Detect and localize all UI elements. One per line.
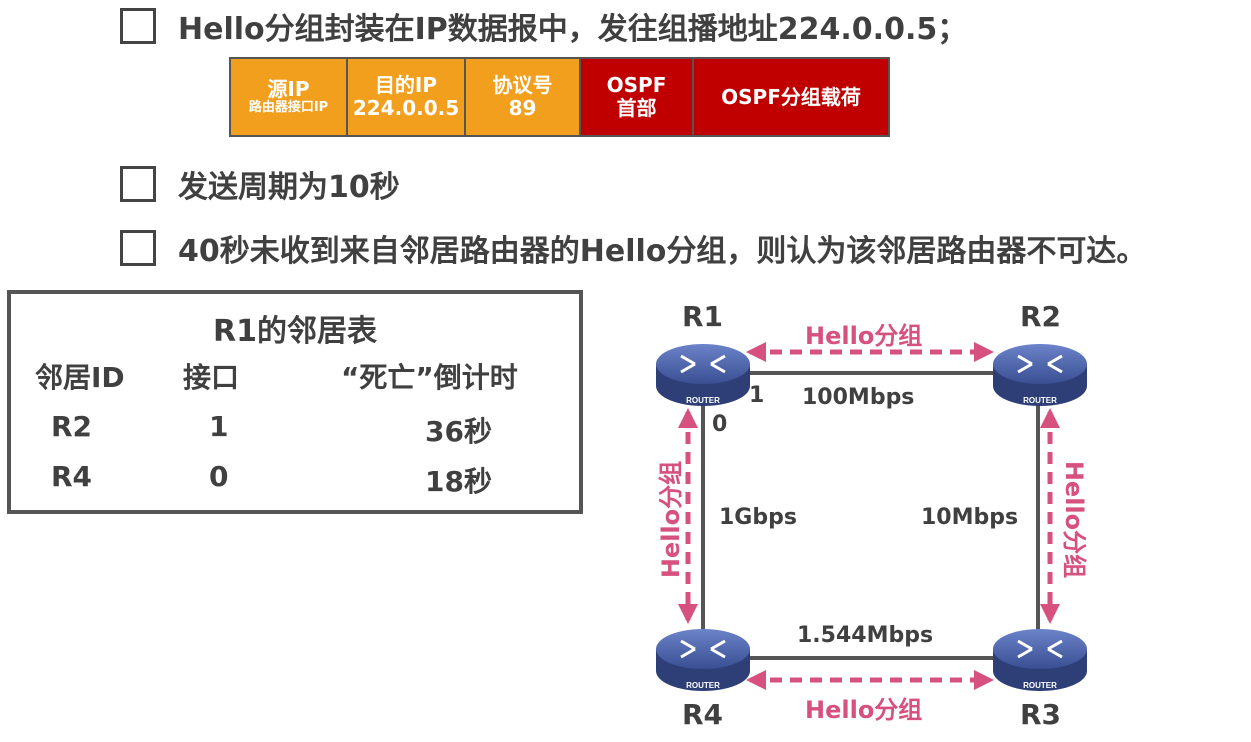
table-cell: R4: [51, 460, 93, 493]
packet-dst-ip: 目的IP 224.0.0.5: [346, 57, 466, 137]
neighbor-table-title: R1的邻居表: [213, 314, 377, 349]
link-speed-r4-r3: 1.544Mbps: [797, 623, 934, 648]
router-r2-icon: ROUTER: [993, 344, 1087, 406]
bullet-text: 40秒未收到来自邻居路由器的Hello分组，则认为该邻居路由器不可达。: [178, 234, 1147, 269]
packet-src-ip: 源IP 路由器接口IP: [229, 57, 348, 137]
packet-dst-title: 目的IP: [374, 73, 438, 97]
bullet-item: 40秒未收到来自邻居路由器的Hello分组，则认为该邻居路由器不可达。: [120, 226, 1146, 270]
hello-label-top: Hello分组: [805, 322, 923, 350]
bullet-text: 发送周期为10秒: [178, 170, 400, 205]
router-label-r3: R3: [1020, 698, 1062, 731]
packet-ospf-payload: OSPF分组载荷: [692, 57, 890, 137]
packet-src-title: 源IP: [267, 77, 310, 102]
packet-proto-title: 协议号: [492, 73, 553, 97]
neighbor-table: R1的邻居表 邻居ID 接口 “死亡”倒计时 R2 1 36秒 R4 0 18秒: [7, 290, 583, 514]
col-header-interface: 接口: [183, 361, 240, 394]
router-r4-icon: ROUTER: [656, 629, 750, 691]
r1-port-1: 1: [749, 383, 765, 408]
link-speed-r2-r3: 10Mbps: [921, 505, 1019, 530]
router-r3-icon: ROUTER: [993, 629, 1087, 691]
svg-text:ROUTER: ROUTER: [1023, 396, 1057, 405]
svg-text:ROUTER: ROUTER: [686, 396, 720, 405]
table-cell: R2: [51, 410, 93, 443]
bullet-item: 发送周期为10秒: [120, 162, 400, 206]
svg-text:ROUTER: ROUTER: [1023, 681, 1057, 690]
checkbox-icon: [120, 166, 156, 202]
checkbox-icon: [120, 230, 156, 266]
svg-text:ROUTER: ROUTER: [686, 681, 720, 690]
table-cell: 0: [209, 460, 229, 493]
col-header-neighbor-id: 邻居ID: [35, 361, 125, 394]
col-header-dead-timer: “死亡”倒计时: [341, 361, 518, 394]
table-cell: 36秒: [425, 415, 492, 448]
packet-ospf-header: OSPF 首部: [579, 57, 694, 137]
packet-ospf-header-l1: OSPF: [606, 73, 667, 97]
router-label-r2: R2: [1020, 300, 1062, 333]
packet-src-sub: 路由器接口IP: [248, 100, 329, 116]
packet-ospf-header-l2: 首部: [616, 96, 657, 120]
bullet-text: Hello分组封装在IP数据报中，发往组播地址224.0.0.5；: [178, 12, 968, 47]
checkbox-icon: [120, 8, 156, 44]
r1-port-0: 0: [712, 412, 728, 437]
link-speed-r1-r2: 100Mbps: [802, 385, 915, 410]
table-cell: 1: [209, 410, 229, 443]
packet-payload-label: OSPF分组载荷: [721, 84, 861, 109]
link-speed-r1-r4: 1Gbps: [719, 505, 797, 530]
packet-format: 源IP 路由器接口IP 目的IP 224.0.0.5 协议号 89 OSPF 首…: [229, 57, 890, 137]
table-cell: 18秒: [425, 465, 492, 498]
hello-label-bottom: Hello分组: [805, 696, 923, 724]
router-label-r1: R1: [682, 300, 724, 333]
packet-dst-sub: 224.0.0.5: [352, 96, 460, 120]
router-r1-icon: ROUTER: [656, 344, 750, 406]
bullet-item: Hello分组封装在IP数据报中，发往组播地址224.0.0.5；: [120, 4, 967, 48]
hello-label-right: Hello分组: [1060, 460, 1089, 579]
hello-label-left: Hello分组: [657, 460, 686, 579]
packet-proto-sub: 89: [508, 96, 537, 120]
router-label-r4: R4: [682, 698, 724, 731]
